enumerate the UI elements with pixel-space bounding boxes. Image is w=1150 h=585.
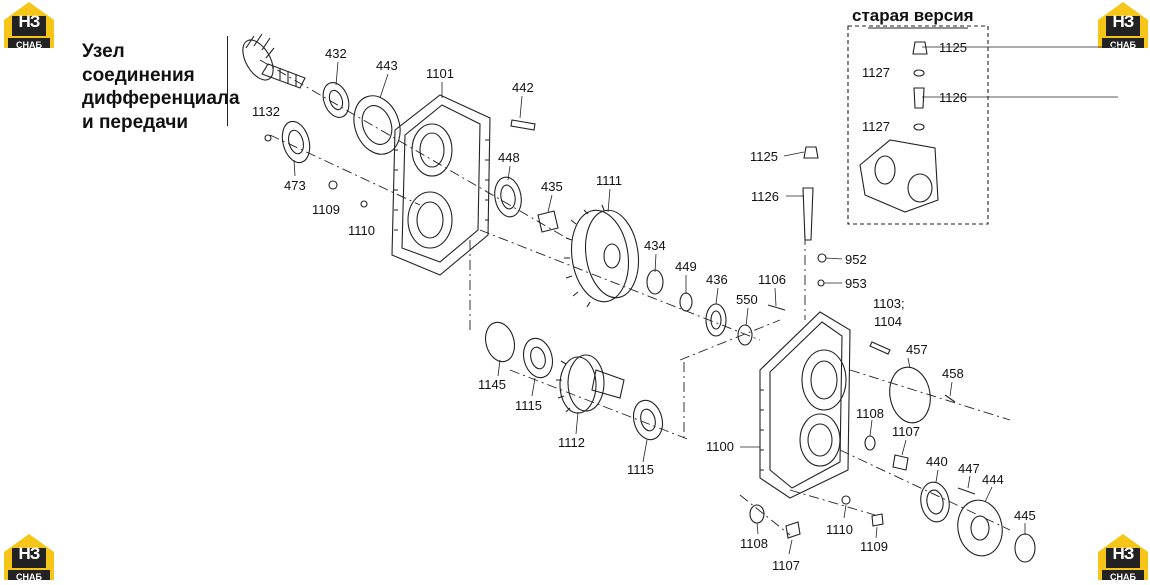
callout-1100: 1100 <box>706 439 734 454</box>
assembly-title: Узел соединения дифференциала и передачи <box>82 40 240 134</box>
callout-434: 434 <box>644 238 666 253</box>
logo-text: СНАБ <box>16 40 42 50</box>
inset-label-1125: 1125 <box>939 40 967 55</box>
nz-snab-logo-icon: НЗ СНАБ <box>4 534 54 582</box>
callout-550: 550 <box>736 292 758 307</box>
callout-labels: 432 443 1101 442 1132 473 1109 1110 448 … <box>252 46 1036 573</box>
logo-text: СНАБ <box>1110 572 1136 582</box>
callout-444: 444 <box>982 472 1004 487</box>
callout-1110: 1110 <box>348 223 375 238</box>
callout-445: 445 <box>1014 508 1036 523</box>
callout-457: 457 <box>906 342 928 357</box>
callout-435: 435 <box>541 179 563 194</box>
title-line-3: дифференциала <box>82 88 240 109</box>
callout-1103: 1103; <box>873 296 905 311</box>
logo-mark: НЗ <box>1112 12 1135 31</box>
housing-1100 <box>759 311 851 499</box>
callout-1125: 1125 <box>750 149 778 164</box>
inset-title: старая версия <box>852 6 974 25</box>
callout-1126: 1126 <box>751 189 779 204</box>
nz-snab-logo-icon: НЗ СНАБ <box>1098 534 1148 582</box>
callout-1104: 1104 <box>874 314 902 329</box>
callout-1101: 1101 <box>426 66 454 81</box>
callout-1112: 1112 <box>558 435 585 450</box>
inset-label-1126: 1126 <box>939 90 967 105</box>
callout-448: 448 <box>498 150 520 165</box>
logo-mark: НЗ <box>18 544 41 563</box>
callout-458: 458 <box>942 366 964 381</box>
callout-1109: 1109 <box>312 202 340 217</box>
title-line-4: и передачи <box>82 111 189 133</box>
inset-housing <box>859 139 939 213</box>
nz-snab-logo-icon: НЗ СНАБ <box>4 2 54 50</box>
logo-text: СНАБ <box>16 572 42 582</box>
callout-1145: 1145 <box>478 377 506 392</box>
inset-label-1127b: 1127 <box>862 119 890 134</box>
callout-449: 449 <box>675 259 697 274</box>
callout-952: 952 <box>845 252 867 267</box>
callout-442: 442 <box>512 80 534 95</box>
gear-shaft-1112 <box>556 354 625 414</box>
inset-label-1127: 1127 <box>862 65 890 80</box>
callout-1110b: 1110 <box>826 522 853 537</box>
inset-breather <box>912 41 928 131</box>
callout-953: 953 <box>845 276 867 291</box>
title-line-1: Узел <box>82 41 125 62</box>
callout-1111: 1111 <box>596 173 622 188</box>
housing-1101 <box>391 94 491 276</box>
callout-440: 440 <box>926 454 948 469</box>
callout-1132: 1132 <box>252 104 280 119</box>
old-version-inset <box>847 25 989 225</box>
callout-1115a: 1115 <box>515 398 542 413</box>
logo-mark: НЗ <box>18 12 41 31</box>
callout-1106: 1106 <box>758 272 786 287</box>
gear-1111 <box>564 204 640 308</box>
callout-1108a: 1108 <box>856 406 884 421</box>
title-line-2: соединения <box>82 64 195 86</box>
callout-1109b: 1109 <box>860 539 888 554</box>
title-divider <box>227 36 228 126</box>
callout-1107a: 1107 <box>892 424 920 439</box>
callout-473: 473 <box>284 178 306 193</box>
callout-443: 443 <box>376 58 398 73</box>
callout-1108b: 1108 <box>740 536 768 551</box>
callout-432: 432 <box>325 46 347 61</box>
logo-mark: НЗ <box>1112 544 1135 563</box>
logo-text: СНАБ <box>1110 40 1136 50</box>
callout-1115b: 1115 <box>627 462 654 477</box>
callout-1107b: 1107 <box>772 558 800 573</box>
pinion-shaft <box>242 33 306 89</box>
callout-436: 436 <box>706 272 728 287</box>
nz-snab-logo-icon: НЗ СНАБ <box>1098 2 1148 50</box>
callout-447: 447 <box>958 461 980 476</box>
